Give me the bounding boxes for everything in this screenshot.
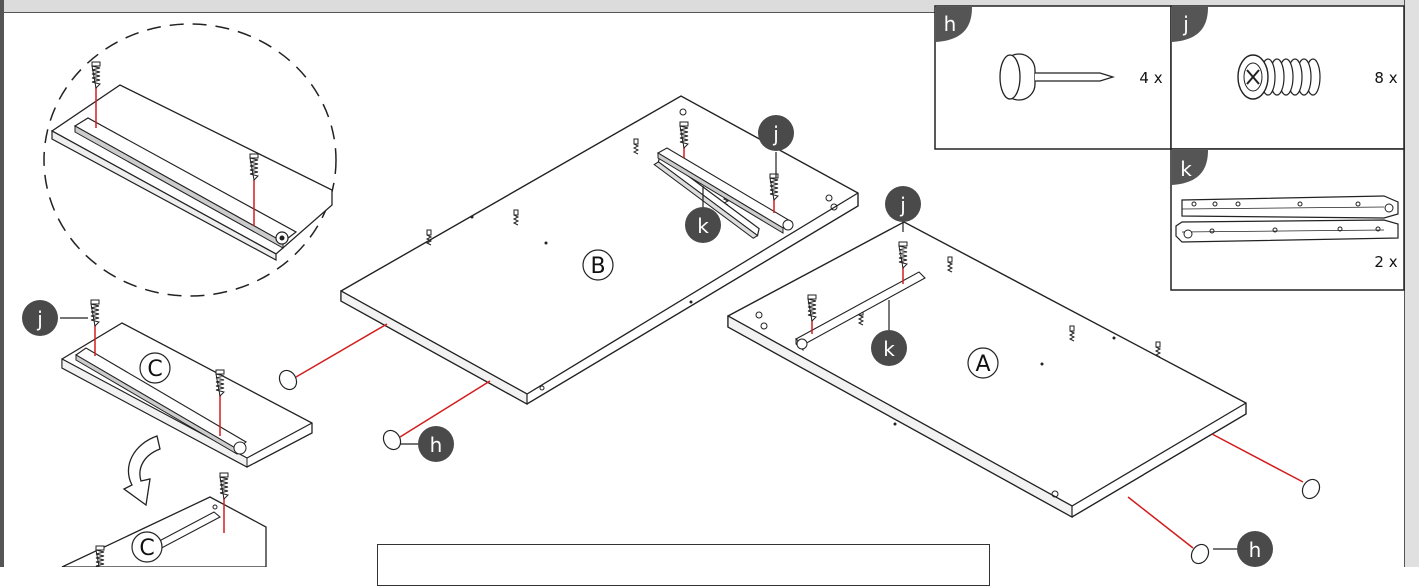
panel-a: A	[727, 221, 1247, 519]
detail-inset	[43, 23, 337, 297]
svg-text:h: h	[944, 12, 957, 36]
parts-qty-k: 2 x	[1374, 253, 1397, 271]
callout-j-panel-a: j	[885, 186, 921, 222]
nail-left-lower	[382, 380, 491, 451]
callout-j-panel-b: j	[758, 115, 794, 151]
panel-b-label: B	[590, 254, 605, 279]
window-left-edge	[0, 0, 4, 567]
parts-tag-h: h	[936, 7, 972, 42]
callout-k-panel-a: k	[871, 330, 907, 366]
svg-text:k: k	[1180, 157, 1192, 181]
callout-h-left: h	[418, 426, 454, 462]
flip-arrow-icon	[122, 435, 161, 507]
panel-c-upper: C	[61, 299, 313, 468]
callout-j-left: j	[22, 300, 58, 336]
panel-b: B	[340, 95, 859, 406]
svg-text:k: k	[697, 214, 709, 238]
callout-k-panel-b: k	[685, 207, 721, 243]
parts-box-k	[1170, 148, 1405, 291]
svg-text:j: j	[772, 122, 779, 146]
panel-a-label: A	[975, 352, 990, 377]
svg-text:j: j	[1182, 12, 1189, 36]
svg-text:k: k	[883, 337, 895, 361]
nail-right-upper	[1211, 433, 1321, 500]
svg-text:j: j	[36, 307, 43, 331]
assembly-diagram: B A C	[22, 5, 1405, 567]
nail-right-lower	[1127, 496, 1210, 565]
screw-icon	[1237, 54, 1321, 100]
drawer-rail-icon	[1175, 195, 1399, 243]
callout-h-right: h	[1237, 531, 1273, 567]
svg-text:j: j	[899, 193, 906, 217]
svg-text:h: h	[430, 433, 443, 457]
nail-icon	[999, 53, 1116, 101]
parts-qty-h: 4 x	[1139, 69, 1162, 87]
parts-qty-j: 8 x	[1374, 69, 1397, 87]
parts-tag-j: j	[1172, 7, 1208, 42]
panel-c-upper-label: C	[147, 357, 162, 382]
nail-left-upper	[278, 323, 388, 391]
panel-c-lower: C	[61, 472, 267, 567]
instruction-note-box	[377, 544, 990, 586]
parts-tag-k: k	[1172, 150, 1208, 185]
panel-c-lower-label: C	[139, 536, 154, 561]
svg-text:h: h	[1249, 538, 1262, 562]
